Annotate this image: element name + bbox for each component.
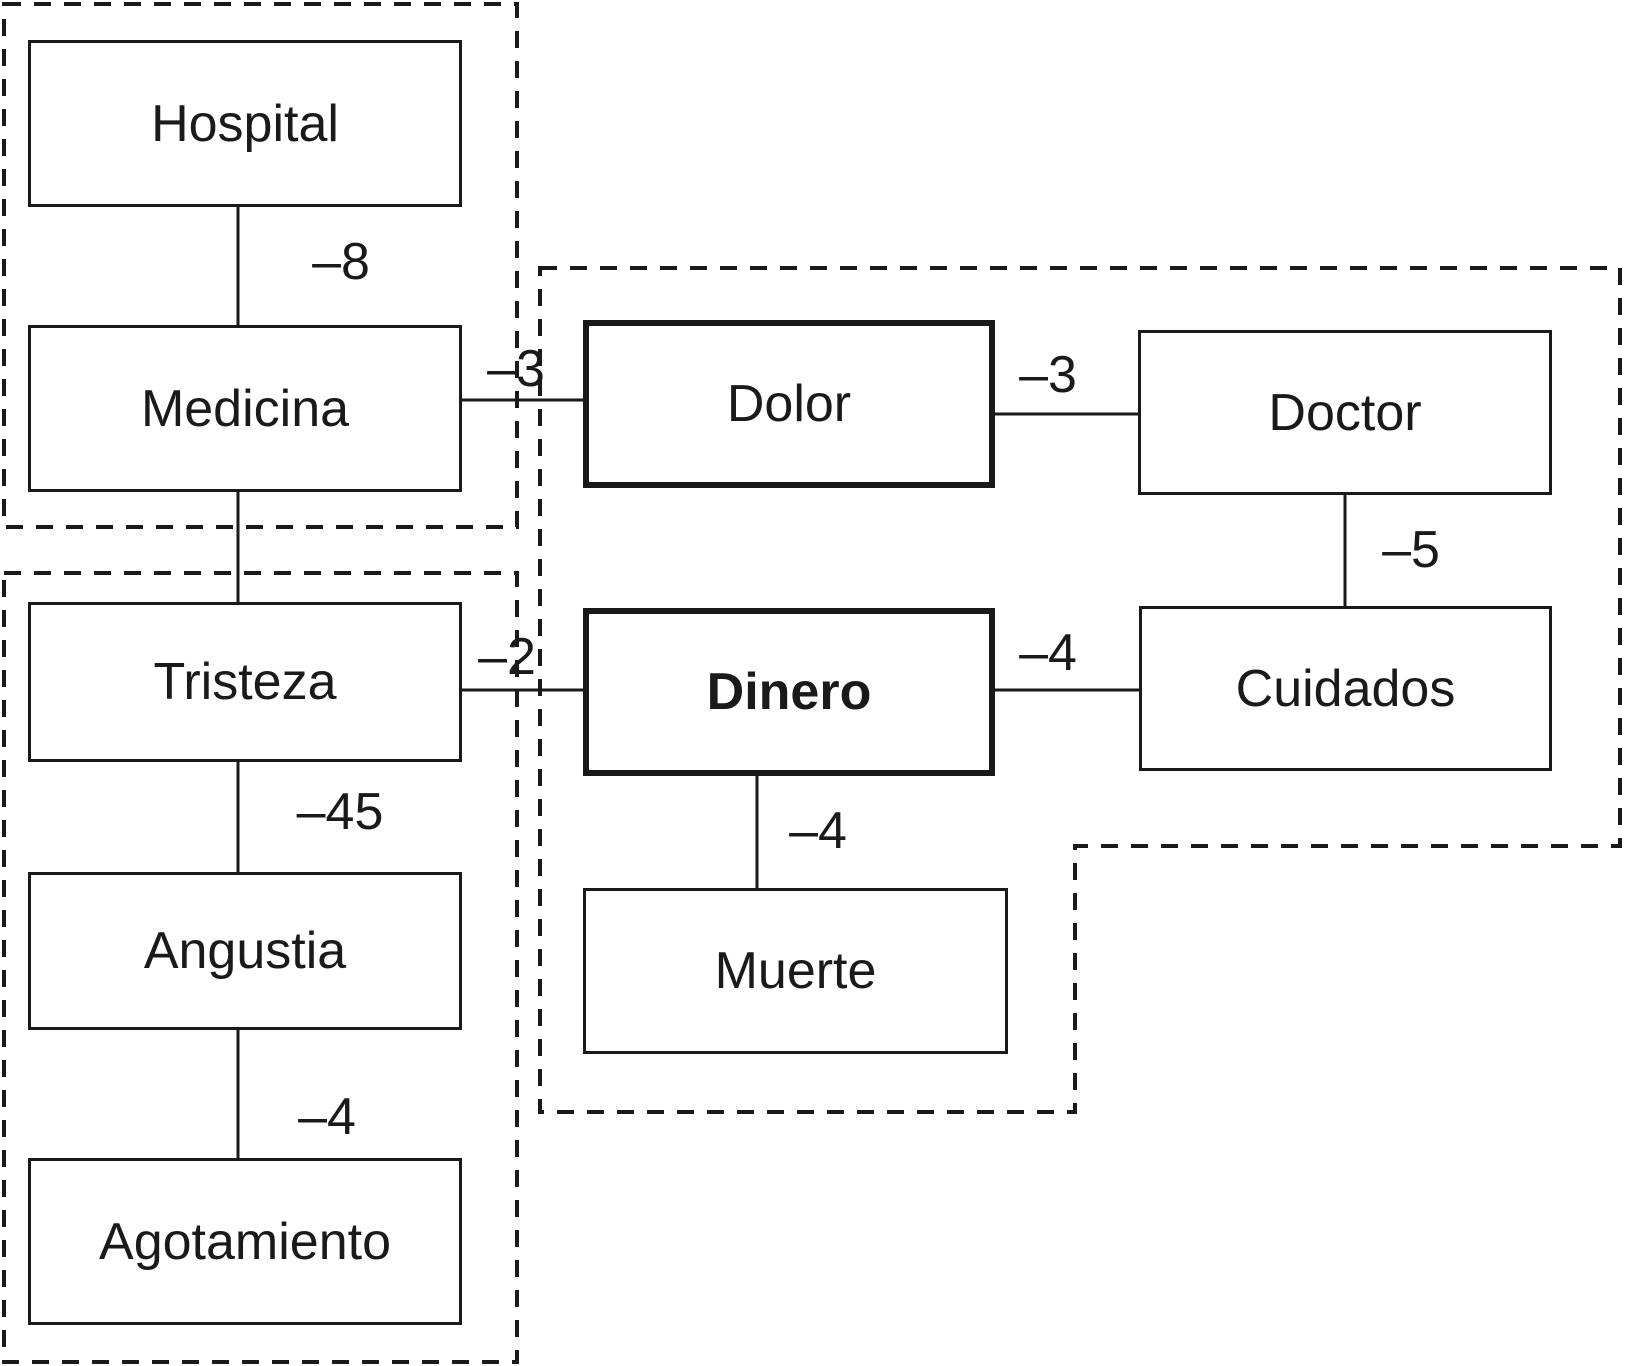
- edge-weight-doctor-cuidados: –5: [1382, 521, 1440, 579]
- node-cuidados-label: Cuidados: [1235, 659, 1456, 718]
- node-muerte-label: Muerte: [714, 942, 877, 1000]
- node-hospital-label: Hospital: [151, 94, 339, 153]
- edge-weight-tristeza-dinero: –2: [478, 628, 536, 686]
- node-angustia: Angustia: [28, 872, 462, 1030]
- edge-weight-tristeza-angustia: –45: [296, 783, 384, 841]
- node-agotamiento: Agotamiento: [28, 1158, 462, 1325]
- cluster-outline-tristeza-angustia-agotamiento: [2, 571, 519, 1364]
- node-doctor: Doctor: [1138, 330, 1552, 495]
- node-dolor: Dolor: [583, 320, 995, 488]
- node-dinero: Dinero: [583, 608, 995, 776]
- node-tristeza: Tristeza: [28, 602, 462, 762]
- node-agotamiento-label: Agotamiento: [99, 1212, 391, 1271]
- edge-weight-hospital-medicina: –8: [312, 233, 370, 291]
- edge-weight-angustia-agotamiento: –4: [298, 1088, 356, 1146]
- node-dolor-label: Dolor: [726, 375, 852, 433]
- edge-weight-dolor-doctor: –3: [1019, 346, 1077, 404]
- node-medicina: Medicina: [28, 325, 462, 492]
- node-dinero-label: Dinero: [706, 663, 872, 721]
- node-medicina-label: Medicina: [140, 379, 350, 438]
- node-angustia-label: Angustia: [143, 922, 347, 980]
- edge-weight-dinero-muerte: –4: [789, 802, 847, 860]
- node-muerte: Muerte: [583, 888, 1008, 1054]
- node-doctor-label: Doctor: [1268, 383, 1422, 442]
- node-hospital: Hospital: [28, 40, 462, 207]
- edge-weight-medicina-dolor: –3: [487, 340, 545, 398]
- edge-weight-dinero-cuidados: –4: [1019, 624, 1077, 682]
- node-tristeza-label: Tristeza: [153, 653, 337, 711]
- node-cuidados: Cuidados: [1139, 606, 1552, 771]
- cluster-outline-hospital-medicina: [2, 2, 519, 529]
- cluster-outline-dolor-dinero-muerte-doctor-cuidados: [538, 266, 1622, 1114]
